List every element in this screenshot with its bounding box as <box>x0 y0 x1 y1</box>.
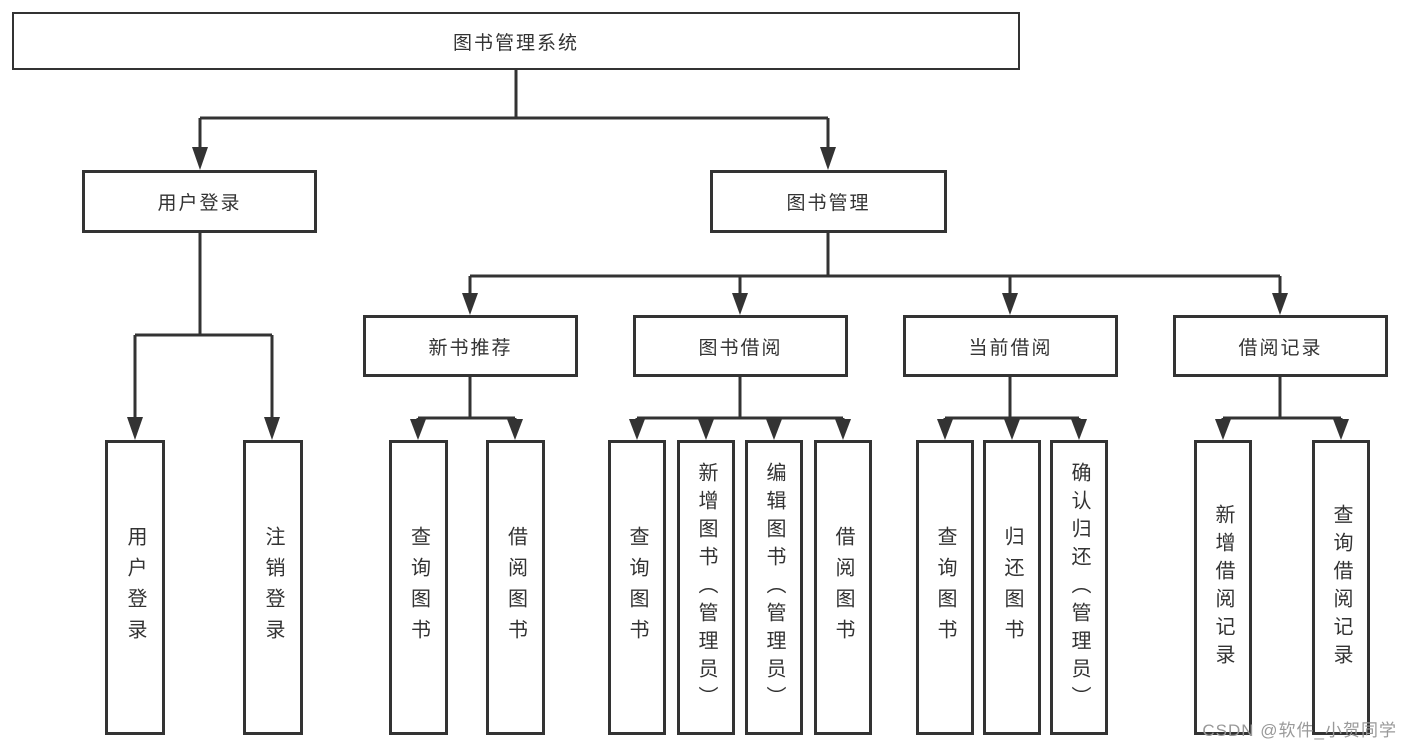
leaf-logout: 注销登录 <box>243 440 303 735</box>
node-user-login: 用户登录 <box>82 170 317 233</box>
leaf-borrow-books-recommend: 借阅图书 <box>486 440 545 735</box>
leaf-add-book-admin: 新增图书（管理员） <box>677 440 735 735</box>
node-book-management: 图书管理 <box>710 170 947 233</box>
leaf-query-books-borrow: 查询图书 <box>608 440 666 735</box>
leaf-user-login: 用户登录 <box>105 440 165 735</box>
node-borrow-records: 借阅记录 <box>1173 315 1388 377</box>
node-book-borrow: 图书借阅 <box>633 315 848 377</box>
leaf-return-book: 归还图书 <box>983 440 1041 735</box>
watermark: CSDN @软件_小贺同学 <box>1202 721 1397 740</box>
leaf-add-borrow-record: 新增借阅记录 <box>1194 440 1252 735</box>
leaf-query-books-current: 查询图书 <box>916 440 974 735</box>
node-library-management-system: 图书管理系统 <box>12 12 1020 70</box>
node-new-book-recommend: 新书推荐 <box>363 315 578 377</box>
leaf-query-borrow-record: 查询借阅记录 <box>1312 440 1370 735</box>
node-current-borrow: 当前借阅 <box>903 315 1118 377</box>
leaf-confirm-return-admin: 确认归还（管理员） <box>1050 440 1108 735</box>
leaf-borrow-book: 借阅图书 <box>814 440 872 735</box>
leaf-query-books-recommend: 查询图书 <box>389 440 448 735</box>
leaf-edit-book-admin: 编辑图书（管理员） <box>745 440 803 735</box>
